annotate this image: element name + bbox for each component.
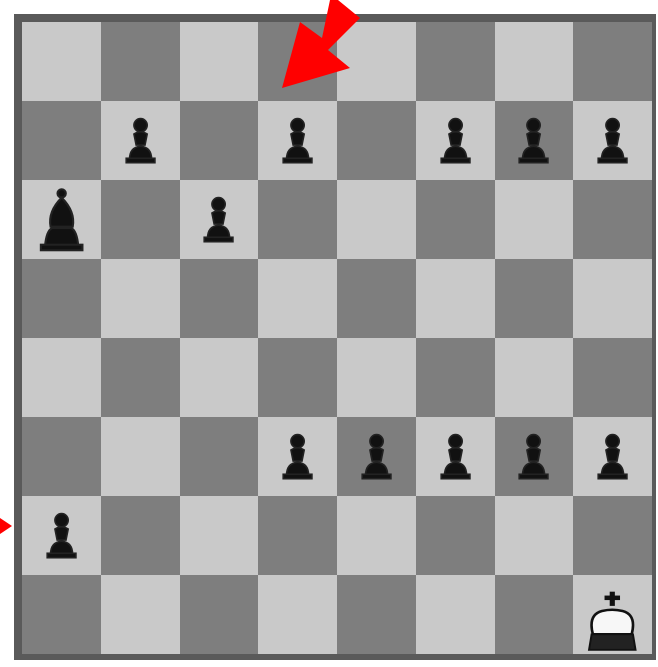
square-f6[interactable] <box>416 180 495 259</box>
square-h5[interactable] <box>573 259 652 338</box>
black-bishop-icon[interactable] <box>27 185 96 255</box>
arrow-left-shape <box>0 518 12 534</box>
square-g2[interactable] <box>495 496 574 575</box>
square-d3[interactable] <box>258 417 337 496</box>
square-g3[interactable] <box>495 417 574 496</box>
square-f7[interactable] <box>416 101 495 180</box>
square-g5[interactable] <box>495 259 574 338</box>
square-c2[interactable] <box>180 496 259 575</box>
square-b7[interactable] <box>101 101 180 180</box>
square-g4[interactable] <box>495 338 574 417</box>
square-e8[interactable] <box>337 22 416 101</box>
square-d5[interactable] <box>258 259 337 338</box>
square-b1[interactable] <box>101 575 180 654</box>
square-d2[interactable] <box>258 496 337 575</box>
square-d7[interactable] <box>258 101 337 180</box>
square-g7[interactable] <box>495 101 574 180</box>
square-d1[interactable] <box>258 575 337 654</box>
square-b8[interactable] <box>101 22 180 101</box>
square-e6[interactable] <box>337 180 416 259</box>
black-pawn-icon[interactable] <box>270 429 325 484</box>
black-pawn-icon[interactable] <box>191 192 246 247</box>
square-a7[interactable] <box>22 101 101 180</box>
square-g1[interactable] <box>495 575 574 654</box>
square-d4[interactable] <box>258 338 337 417</box>
square-b3[interactable] <box>101 417 180 496</box>
black-pawn-icon[interactable] <box>349 429 404 484</box>
square-b5[interactable] <box>101 259 180 338</box>
square-f4[interactable] <box>416 338 495 417</box>
square-a4[interactable] <box>22 338 101 417</box>
square-b4[interactable] <box>101 338 180 417</box>
square-e5[interactable] <box>337 259 416 338</box>
square-h3[interactable] <box>573 417 652 496</box>
black-pawn-icon[interactable] <box>428 113 483 168</box>
square-a2[interactable] <box>22 496 101 575</box>
square-e1[interactable] <box>337 575 416 654</box>
square-f1[interactable] <box>416 575 495 654</box>
black-pawn-icon[interactable] <box>428 429 483 484</box>
square-c4[interactable] <box>180 338 259 417</box>
chess-board <box>22 22 656 658</box>
square-a1[interactable] <box>22 575 101 654</box>
square-h1[interactable] <box>573 575 652 654</box>
black-pawn-icon[interactable] <box>34 508 89 563</box>
square-f8[interactable] <box>416 22 495 101</box>
black-pawn-icon[interactable] <box>506 429 561 484</box>
square-h4[interactable] <box>573 338 652 417</box>
square-c3[interactable] <box>180 417 259 496</box>
black-pawn-icon[interactable] <box>270 113 325 168</box>
square-e7[interactable] <box>337 101 416 180</box>
black-pawn-icon[interactable] <box>585 429 640 484</box>
square-a5[interactable] <box>22 259 101 338</box>
square-e2[interactable] <box>337 496 416 575</box>
square-c7[interactable] <box>180 101 259 180</box>
square-d8[interactable] <box>258 22 337 101</box>
black-pawn-icon[interactable] <box>585 113 640 168</box>
black-pawn-icon[interactable] <box>506 113 561 168</box>
white-king-icon[interactable] <box>580 589 645 654</box>
square-b6[interactable] <box>101 180 180 259</box>
square-b2[interactable] <box>101 496 180 575</box>
square-h2[interactable] <box>573 496 652 575</box>
square-h6[interactable] <box>573 180 652 259</box>
square-a8[interactable] <box>22 22 101 101</box>
square-a6[interactable] <box>22 180 101 259</box>
square-h7[interactable] <box>573 101 652 180</box>
square-c8[interactable] <box>180 22 259 101</box>
move-arrow-left <box>0 512 14 540</box>
square-g8[interactable] <box>495 22 574 101</box>
black-pawn-icon[interactable] <box>113 113 168 168</box>
square-f3[interactable] <box>416 417 495 496</box>
square-d6[interactable] <box>258 180 337 259</box>
square-a3[interactable] <box>22 417 101 496</box>
square-c1[interactable] <box>180 575 259 654</box>
square-f2[interactable] <box>416 496 495 575</box>
square-g6[interactable] <box>495 180 574 259</box>
square-e3[interactable] <box>337 417 416 496</box>
square-e4[interactable] <box>337 338 416 417</box>
square-h8[interactable] <box>573 22 652 101</box>
square-f5[interactable] <box>416 259 495 338</box>
square-c6[interactable] <box>180 180 259 259</box>
square-c5[interactable] <box>180 259 259 338</box>
